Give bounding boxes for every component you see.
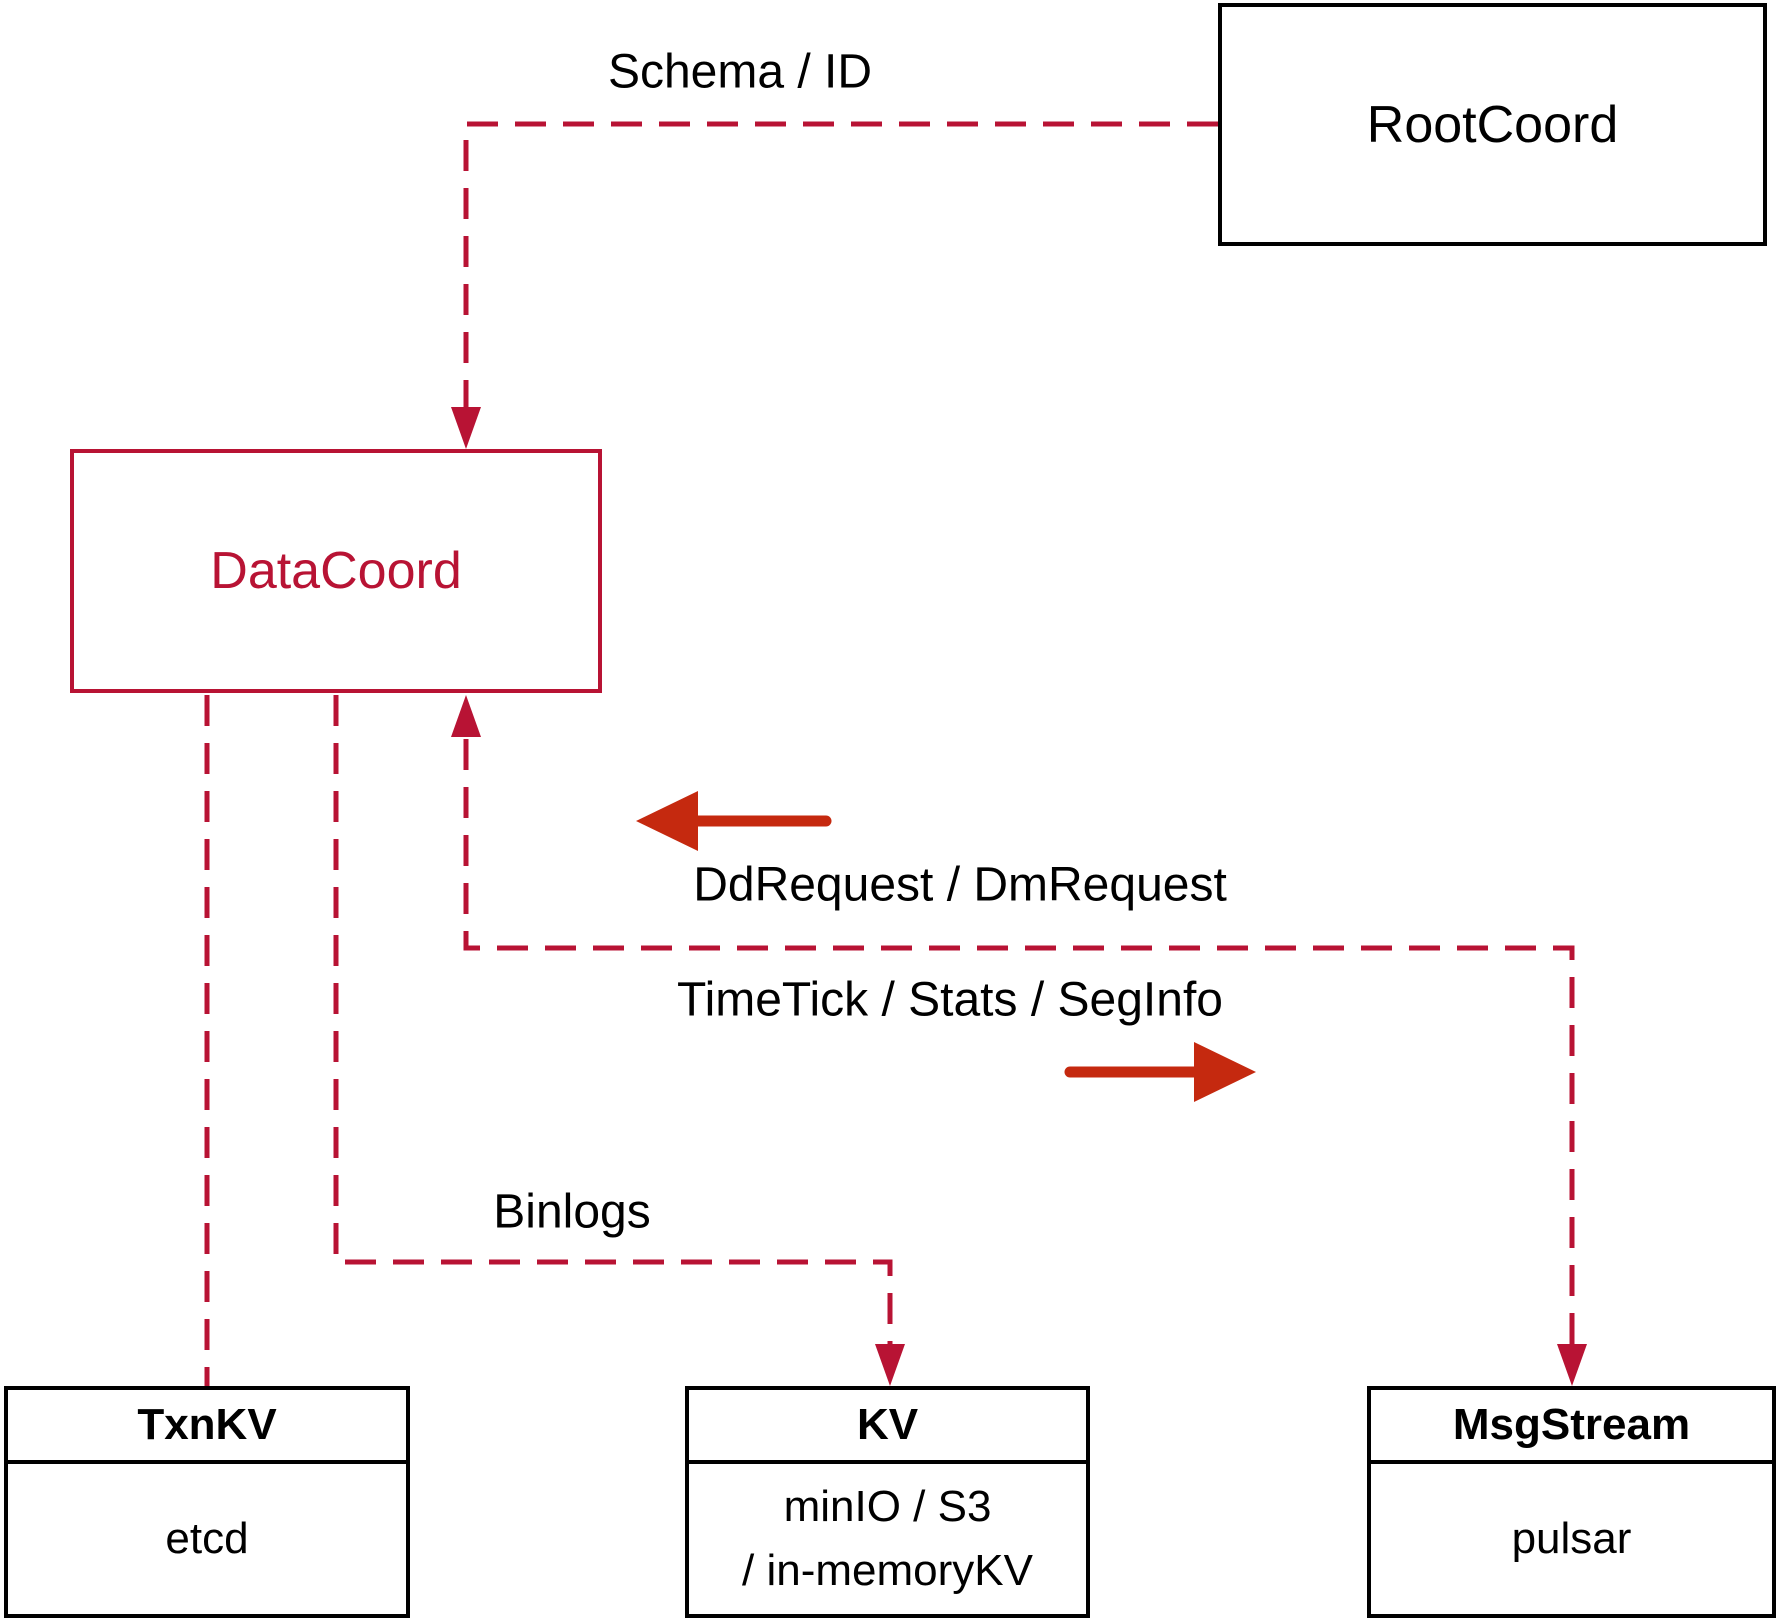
arrowhead-into-datacoord-bottom-icon: [451, 695, 481, 737]
arrowhead-into-datacoord-top-icon: [451, 407, 481, 449]
kv-impl-line1: minIO / S3: [783, 1482, 992, 1531]
arrowhead-into-msgstream-top-icon: [1557, 1344, 1587, 1386]
txnkv-impl: etcd: [165, 1514, 249, 1563]
msgstream-impl: pulsar: [1511, 1514, 1632, 1563]
kv-title: KV: [689, 1390, 1086, 1464]
edge-schema-id: [463, 121, 1218, 407]
node-rootcoord: RootCoord: [1218, 3, 1767, 246]
left-direction-arrow-icon: [636, 791, 832, 851]
edge-label-timetick: TimeTick / Stats / SegInfo: [677, 973, 1223, 1027]
datacoord-label: DataCoord: [210, 542, 462, 600]
edge-datacoord-msgstream: [463, 739, 1575, 1344]
node-msgstream: MsgStream pulsar: [1367, 1386, 1776, 1618]
node-kv: KV minIO / S3 / in-memoryKV: [685, 1386, 1090, 1618]
edge-label-binlogs: Binlogs: [493, 1185, 651, 1239]
rootcoord-label: RootCoord: [1366, 95, 1619, 154]
node-datacoord: DataCoord: [70, 449, 602, 693]
right-direction-arrow-icon: [1064, 1042, 1256, 1102]
edge-label-schema-id: Schema / ID: [607, 45, 873, 99]
msgstream-title: MsgStream: [1371, 1390, 1772, 1464]
node-txnkv: TxnKV etcd: [4, 1386, 410, 1618]
kv-impl-line2: / in-memoryKV: [742, 1546, 1033, 1595]
arrowhead-into-kv-top-icon: [875, 1344, 905, 1386]
edge-label-ddrequest: DdRequest / DmRequest: [693, 858, 1227, 912]
txnkv-title: TxnKV: [8, 1390, 406, 1464]
